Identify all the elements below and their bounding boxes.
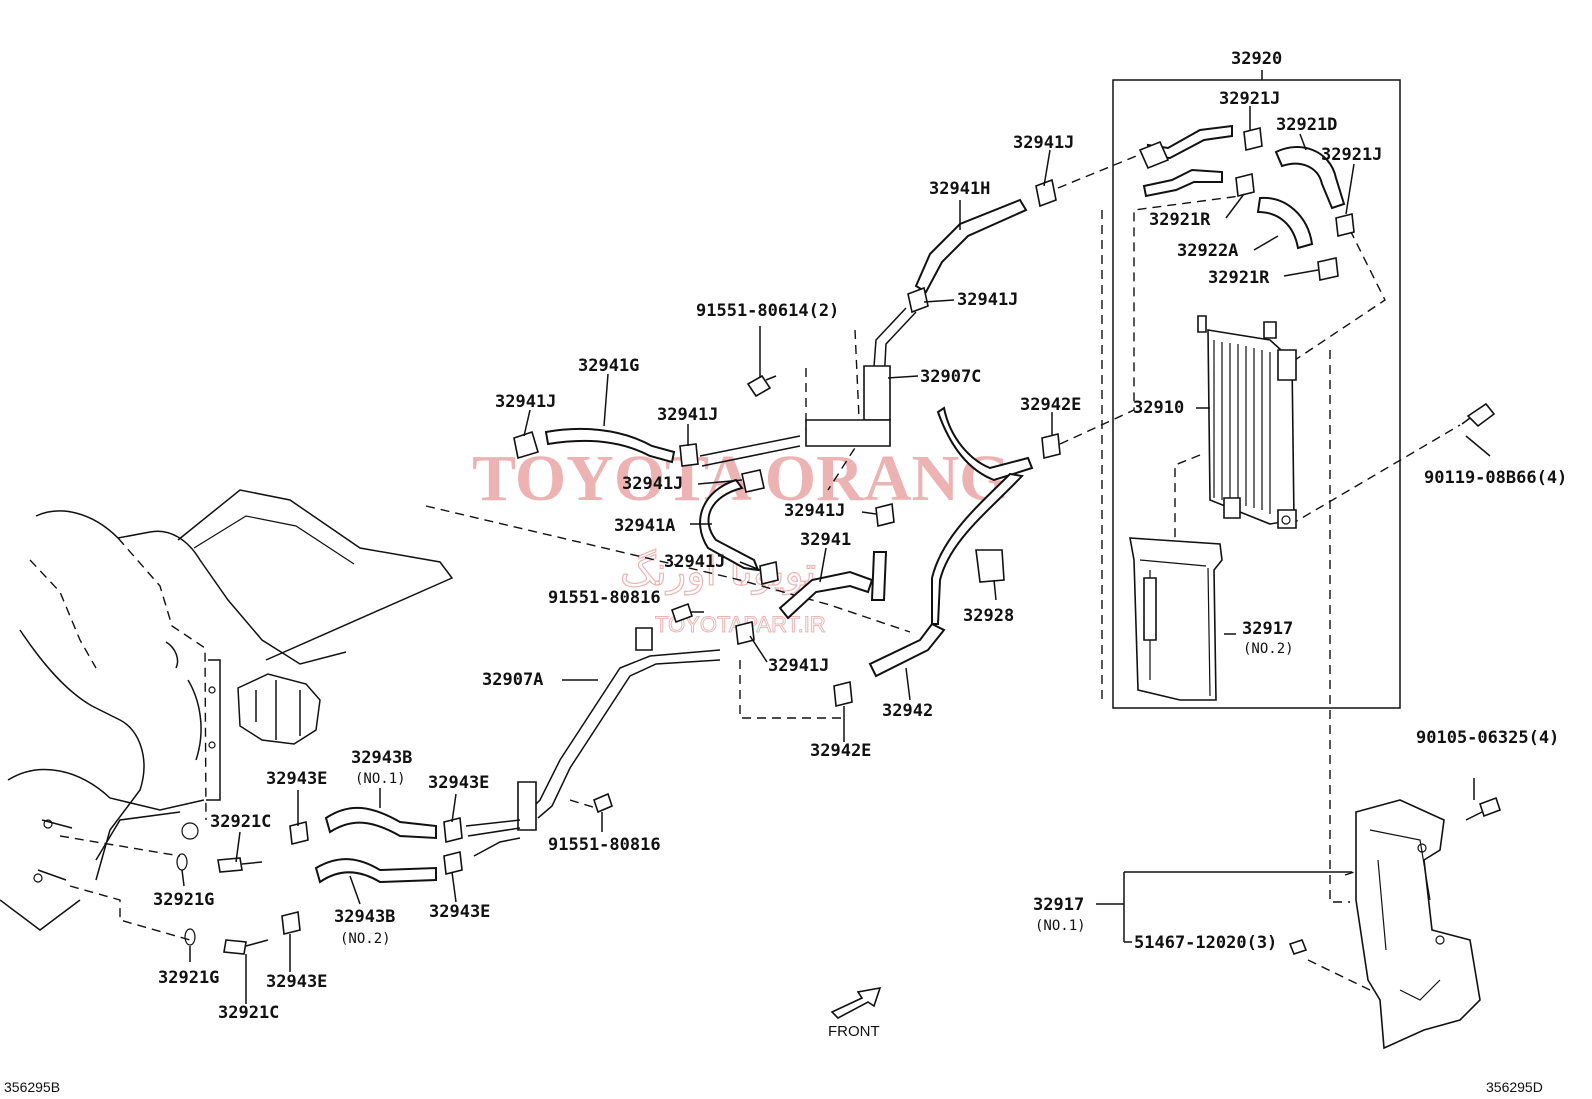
label-90119-08B66: 90119-08B66(4) [1424, 468, 1567, 488]
label-32917: 32917 [1242, 619, 1293, 639]
label-32917-sub: (NO.2) [1243, 641, 1294, 657]
air-duct-no1 [1355, 799, 1481, 1050]
watermark: TOYOTA ORANG تویوتا اورنگ TOYOTAPART.IR [472, 442, 1010, 638]
label-32942: 32942 [882, 701, 933, 721]
label-32917: 32917 [1033, 895, 1084, 915]
label-32920: 32920 [1231, 49, 1282, 69]
label-91551-80816: 91551-80816 [548, 835, 661, 855]
label-32921J: 32921J [1321, 145, 1382, 165]
label-32921R: 32921R [1208, 268, 1270, 288]
label-32941H: 32941H [929, 179, 990, 199]
label-32928: 32928 [963, 606, 1014, 626]
clip-51467 [1288, 939, 1308, 955]
label-32921D: 32921D [1276, 115, 1337, 135]
label-32943B-sub: (NO.1) [355, 771, 406, 787]
label-32941G: 32941G [578, 356, 639, 376]
label-32941J: 32941J [957, 290, 1018, 310]
label-32941: 32941 [800, 530, 851, 550]
front-label: FRONT [828, 1023, 880, 1040]
label-32941J: 32941J [495, 392, 556, 412]
lower-hoses [176, 806, 463, 955]
label-32907C: 32907C [920, 367, 981, 387]
cooler-pipes-top [1138, 124, 1355, 281]
bolt-90105 [1465, 778, 1502, 821]
label-32943B: 32943B [351, 748, 412, 768]
label-32943E: 32943E [266, 972, 327, 992]
label-32943B: 32943B [334, 907, 395, 927]
label-32941A: 32941A [614, 516, 675, 536]
label-32941J: 32941J [657, 405, 718, 425]
label-32922A: 32922A [1177, 241, 1238, 261]
label-32941J: 32941J [664, 552, 725, 572]
label-32943E: 32943E [428, 773, 489, 793]
label-32942E: 32942E [1020, 395, 1081, 415]
front-arrow-icon [830, 986, 882, 1019]
label-32941J: 32941J [784, 501, 845, 521]
diagram-code-left: 356295B [4, 1079, 60, 1095]
reference-lines [59, 151, 1461, 991]
label-51467-12020: 51467-12020(3) [1134, 933, 1277, 953]
watermark-persian: تویوتا اورنگ [620, 549, 816, 595]
label-91551-80614: 91551-80614(2) [696, 301, 839, 321]
part-labels: 32920 32921J 32921D 32921J 32921R 32922A… [153, 49, 1567, 1023]
label-32943B-sub: (NO.2) [340, 931, 391, 947]
label-32921G: 32921G [158, 968, 219, 988]
assembly-box [1112, 79, 1401, 709]
label-90105-06325: 90105-06325(4) [1416, 728, 1559, 748]
label-32921C: 32921C [210, 812, 271, 832]
bolt-91551-80816-lower [593, 792, 613, 832]
watermark-brand: TOYOTA ORANG [472, 442, 1010, 515]
label-32907A: 32907A [482, 670, 543, 690]
label-32921R: 32921R [1149, 210, 1211, 230]
label-32910: 32910 [1133, 398, 1184, 418]
leader-lines [181, 106, 1491, 1004]
label-32941J: 32941J [622, 474, 683, 494]
oil-cooler [1197, 315, 1297, 529]
diagram-code-right: 356295D [1486, 1079, 1543, 1095]
label-91551-80816: 91551-80816 [548, 588, 661, 608]
bolt-91551-80614 [746, 326, 777, 398]
label-32941J: 32941J [1013, 133, 1074, 153]
label-32921G: 32921G [153, 890, 214, 910]
label-32942E: 32942E [810, 741, 871, 761]
label-32921C: 32921C [218, 1003, 279, 1023]
air-duct-no2 [1129, 537, 1223, 701]
transmission-outline [0, 489, 454, 931]
label-32943E: 32943E [266, 769, 327, 789]
pipe-32907A [465, 627, 721, 857]
bolt-90119 [1461, 402, 1496, 428]
label-32943E: 32943E [429, 902, 490, 922]
label-32917-sub: (NO.1) [1035, 918, 1086, 934]
bolt-91551-80816-upper [670, 602, 704, 624]
label-32921J: 32921J [1219, 89, 1280, 109]
label-32941J: 32941J [768, 656, 829, 676]
upper-hoses [513, 178, 1061, 708]
